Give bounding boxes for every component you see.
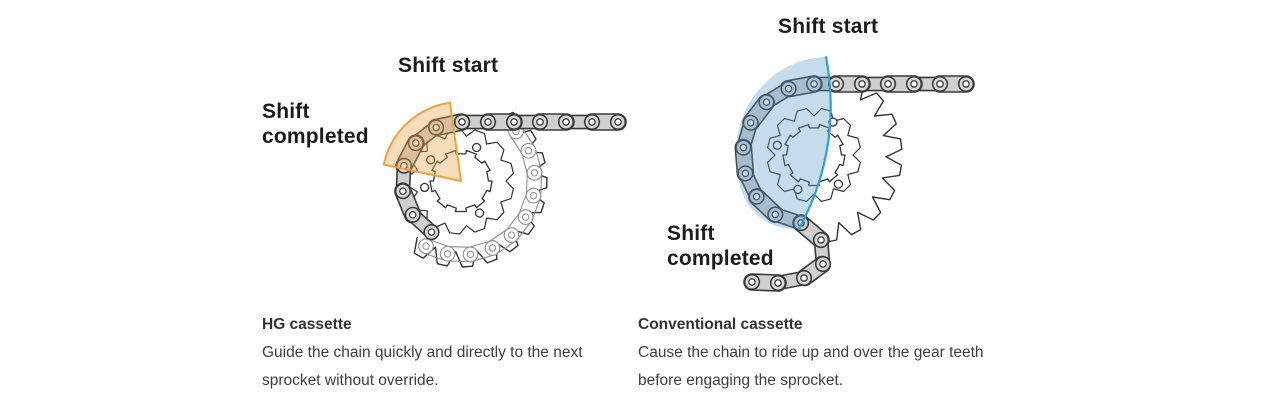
conventional-shift-zone-area: [735, 57, 831, 230]
hg-shift-start-label: Shift start: [398, 54, 499, 77]
hg-caption: HG cassette Guide the chain quickly and …: [262, 314, 614, 394]
hg-shift-zone-wedge: [382, 101, 462, 182]
conventional-shift-zone-edge: [797, 55, 832, 231]
hg-shift-completed-label: Shift completed: [262, 100, 369, 148]
conventional-caption: Conventional cassette Cause the chain to…: [638, 314, 1013, 394]
conventional-caption-body: Cause the chain to ride up and over the …: [638, 344, 984, 389]
hg-caption-title: HG cassette: [262, 316, 352, 333]
conventional-shift-start-label: Shift start: [778, 15, 879, 38]
conventional-cassette-illustration: [734, 55, 975, 292]
conventional-shift-completed-label: Shift completed: [667, 222, 774, 270]
conventional-caption-title: Conventional cassette: [638, 316, 803, 333]
hg-cassette-illustration: [382, 101, 627, 268]
hg-caption-body: Guide the chain quickly and directly to …: [262, 344, 583, 389]
